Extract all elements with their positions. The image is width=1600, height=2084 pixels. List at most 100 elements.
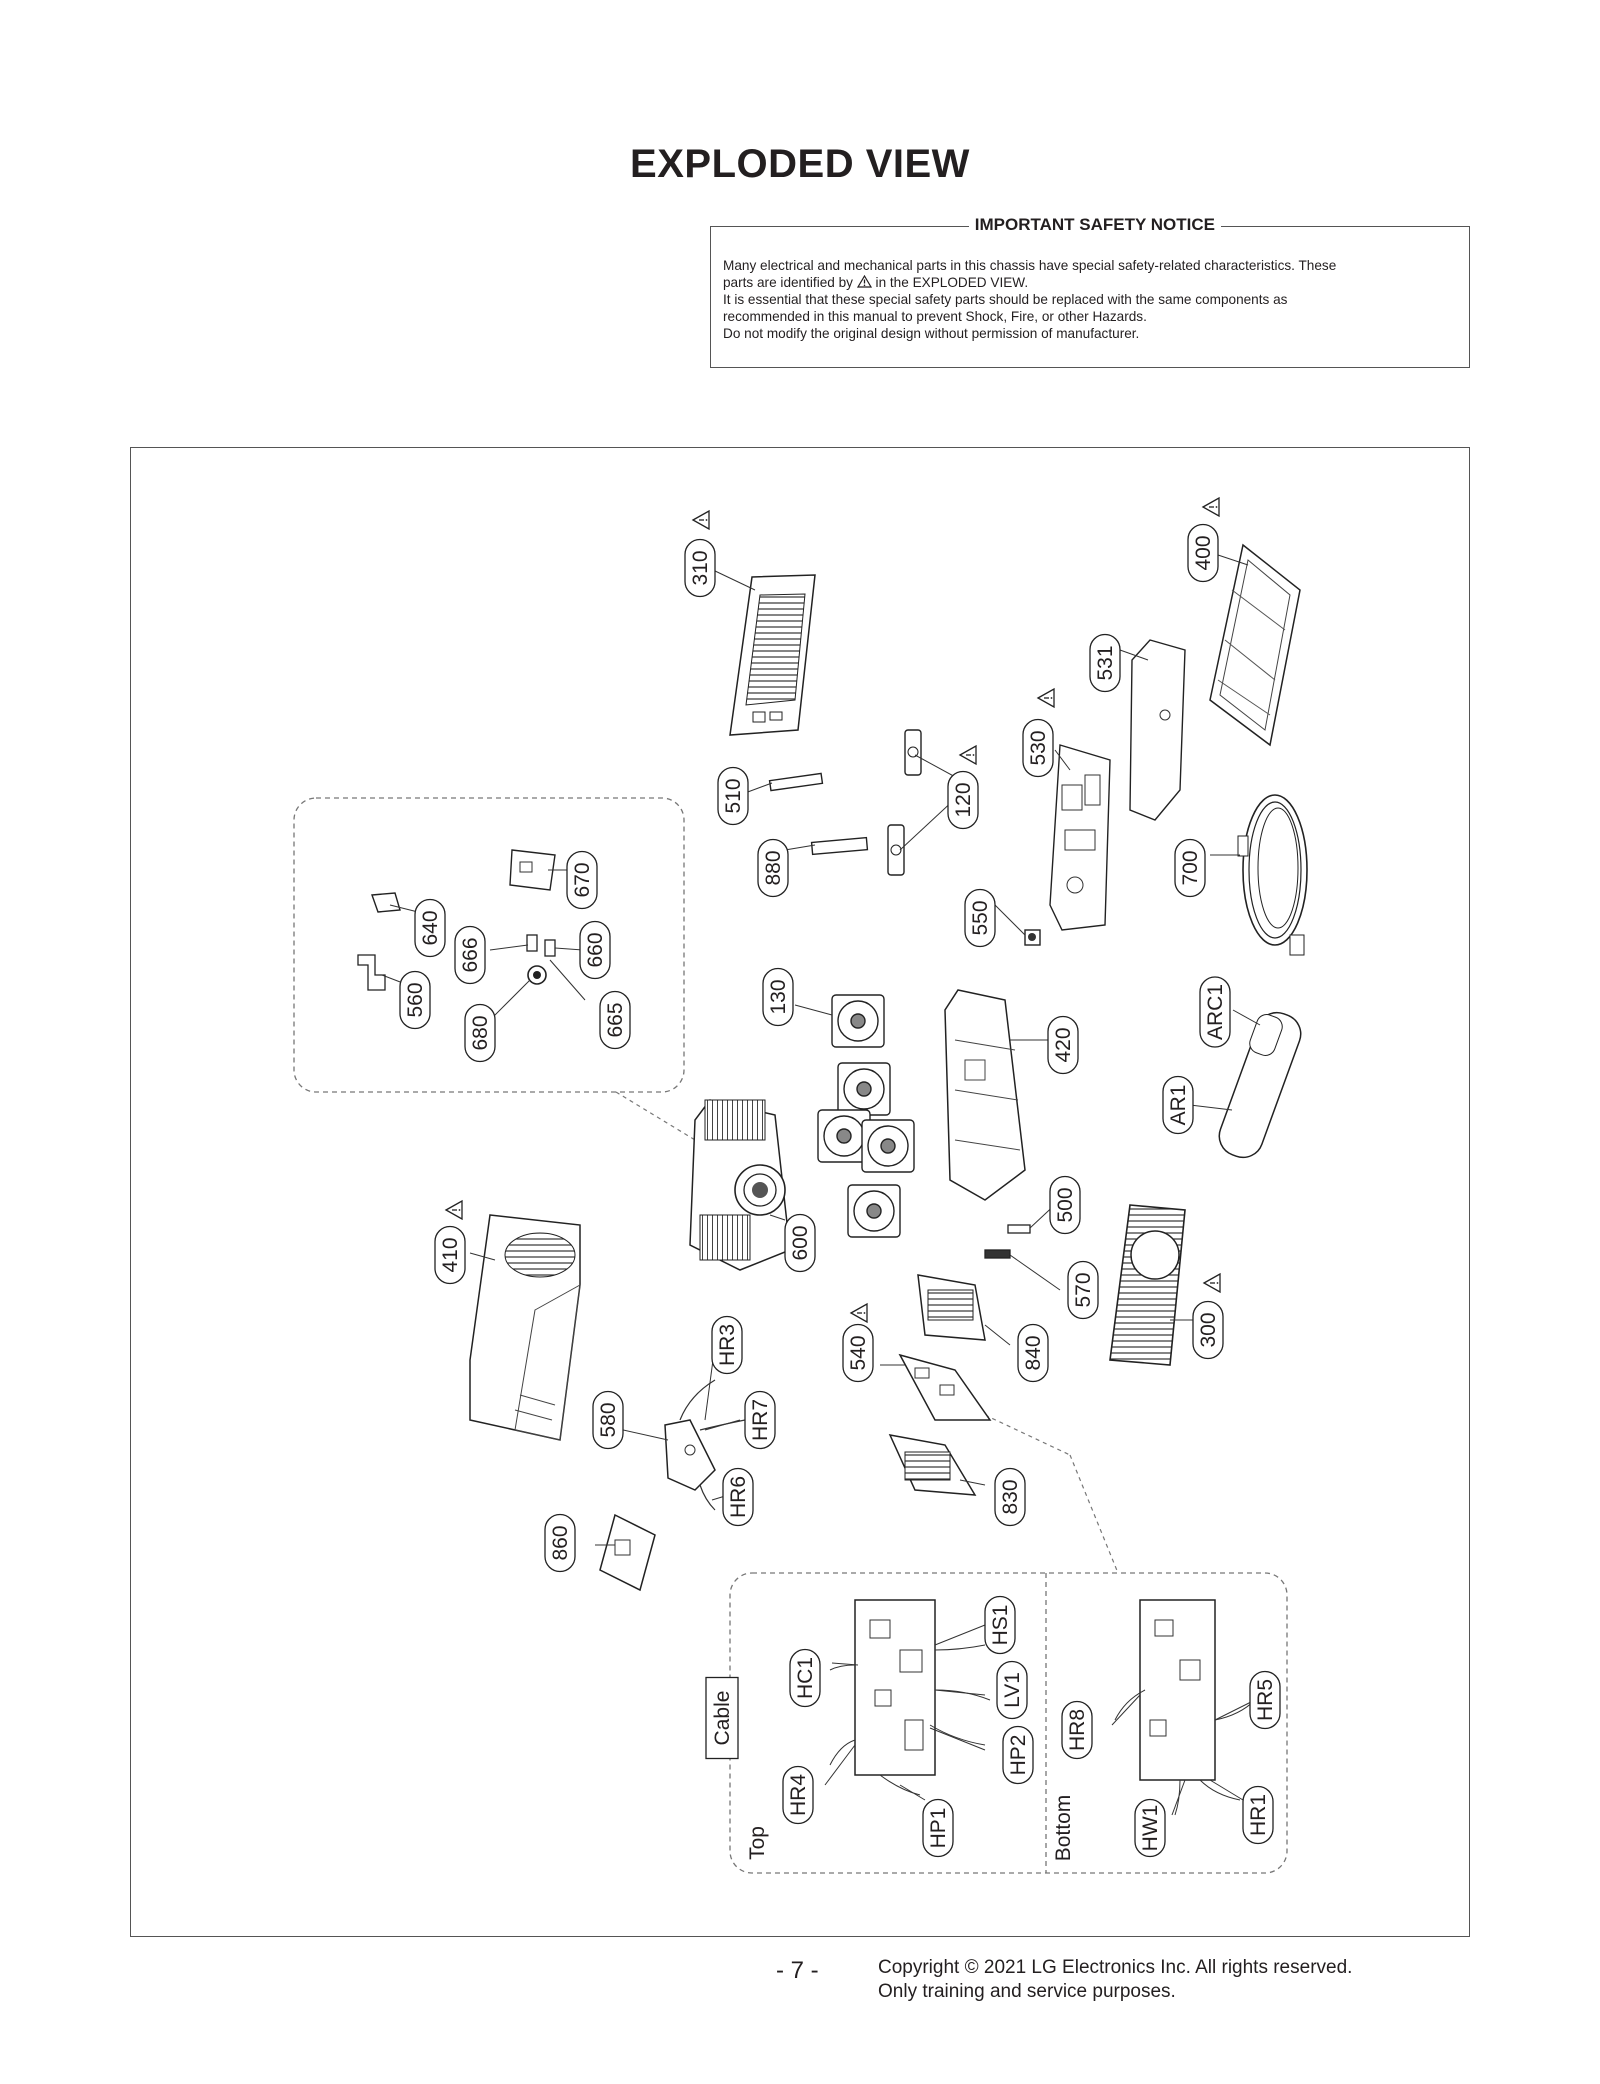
part-666-part <box>526 934 538 952</box>
svg-text:130: 130 <box>767 979 790 1014</box>
svg-text:570: 570 <box>1072 1272 1095 1307</box>
svg-text:700: 700 <box>1179 850 1202 885</box>
svg-text:666: 666 <box>459 937 482 972</box>
cable-label-hc1: HC1 <box>789 1648 821 1708</box>
part-label-680: 680 <box>464 1003 496 1063</box>
svg-text:HP1: HP1 <box>927 1808 950 1849</box>
part-label-530: 530 <box>1022 718 1054 778</box>
diagram-frame <box>130 447 1470 1937</box>
svg-text:860: 860 <box>549 1525 572 1560</box>
part-label-500: 500 <box>1049 1175 1081 1235</box>
part-label-550: 550 <box>964 888 996 948</box>
part-410-top-cover <box>469 1214 581 1441</box>
part-880-board <box>810 836 869 856</box>
page-title: EXPLODED VIEW <box>630 142 970 186</box>
svg-text:HS1: HS1 <box>989 1605 1012 1646</box>
warning-triangle-icon <box>1036 687 1055 709</box>
safety-notice-title: IMPORTANT SAFETY NOTICE <box>968 215 1221 235</box>
svg-text:ARC1: ARC1 <box>1204 984 1227 1040</box>
part-label-arc1: ARC1 <box>1199 976 1231 1048</box>
part-label-531: 531 <box>1089 633 1121 693</box>
notice-line-5: Do not modify the original design withou… <box>723 326 1140 341</box>
svg-text:550: 550 <box>969 900 992 935</box>
svg-text:HR4: HR4 <box>787 1774 810 1816</box>
svg-text:Bottom: Bottom <box>1052 1795 1075 1862</box>
part-label-660: 660 <box>579 920 611 980</box>
bottom-label: Bottom <box>1052 1795 1075 1862</box>
inset-connector-main-board <box>984 1414 1071 1456</box>
part-640-board <box>371 892 401 913</box>
part-label-666: 666 <box>454 925 486 985</box>
part-120-speakers <box>887 729 922 876</box>
svg-text:830: 830 <box>999 1479 1022 1514</box>
part-label-hr6: HR6 <box>722 1467 754 1527</box>
svg-text:Top: Top <box>746 1826 769 1860</box>
part-label-400: 400 <box>1187 523 1219 583</box>
part-label-840: 840 <box>1017 1323 1049 1383</box>
svg-text:HR7: HR7 <box>749 1399 772 1441</box>
inset-top-main-board <box>829 1599 991 1796</box>
part-540-main-board <box>898 1353 992 1421</box>
part-label-860: 860 <box>544 1513 576 1573</box>
svg-text:HR6: HR6 <box>727 1476 750 1518</box>
inset-bottom-main-board <box>1114 1599 1256 1816</box>
svg-text:HC1: HC1 <box>794 1657 817 1699</box>
page-number: - 7 - <box>776 1957 819 1984</box>
svg-text:670: 670 <box>571 862 594 897</box>
leader-lines <box>381 554 1261 1816</box>
svg-text:660: 660 <box>584 932 607 967</box>
cable-label-hw1: HW1 <box>1134 1798 1166 1858</box>
svg-text:410: 410 <box>439 1237 462 1272</box>
part-label-hr3: HR3 <box>711 1315 743 1375</box>
svg-text:500: 500 <box>1054 1187 1077 1222</box>
part-550-component <box>1024 929 1041 946</box>
part-label-130: 130 <box>762 967 794 1027</box>
notice-line-3: It is essential that these special safet… <box>723 292 1288 307</box>
part-label-310: 310 <box>684 538 716 598</box>
notice-line-1: Many electrical and mechanical parts in … <box>723 258 1337 273</box>
svg-text:LV1: LV1 <box>1001 1672 1024 1708</box>
part-130-fans <box>817 994 915 1238</box>
cable-label-hr1: HR1 <box>1242 1785 1274 1845</box>
warning-triangle-icon <box>958 744 977 766</box>
cable-label-hr4: HR4 <box>782 1765 814 1825</box>
svg-text:560: 560 <box>404 982 427 1017</box>
cable-label-hp1: HP1 <box>922 1798 954 1858</box>
part-570-board <box>984 1249 1011 1259</box>
part-670-board <box>509 849 556 891</box>
copyright-notice: Copyright © 2021 LG Electronics Inc. All… <box>878 1956 1352 2004</box>
part-label-ar1: AR1 <box>1162 1075 1194 1135</box>
part-680-lens-ring <box>527 965 547 985</box>
part-label-120: 120 <box>947 770 979 830</box>
warning-triangle-icon <box>1202 1272 1221 1294</box>
top-label: Top <box>746 1826 769 1860</box>
notice-line-4: recommended in this manual to prevent Sh… <box>723 309 1147 324</box>
notice-line-2: parts are identified by in the EXPLODED … <box>723 274 1457 291</box>
part-label-510: 510 <box>717 766 749 826</box>
part-500-board <box>1007 1224 1031 1234</box>
warning-triangle-icon <box>849 1302 868 1324</box>
inset-connector-main-board-2 <box>1069 1454 1119 1574</box>
copyright-line-2: Only training and service purposes. <box>878 1981 1176 2002</box>
part-560-bracket <box>357 954 386 991</box>
inset-box-optics-parts <box>293 797 685 1093</box>
svg-text:510: 510 <box>722 778 745 813</box>
part-700-power-cable <box>1237 794 1308 956</box>
part-580-board <box>664 1379 746 1511</box>
svg-text:420: 420 <box>1052 1027 1075 1062</box>
svg-text:HR3: HR3 <box>716 1324 739 1366</box>
safety-markers <box>444 496 1221 1324</box>
svg-text:HR8: HR8 <box>1066 1709 1089 1751</box>
part-label-570: 570 <box>1067 1260 1099 1320</box>
part-label-300: 300 <box>1192 1300 1224 1360</box>
part-531-shield-plate <box>1129 639 1186 821</box>
svg-text:120: 120 <box>952 782 975 817</box>
part-label-665: 665 <box>599 990 631 1050</box>
warning-triangle-icon <box>856 275 872 288</box>
part-label-540: 540 <box>842 1323 874 1383</box>
part-label-600: 600 <box>784 1213 816 1273</box>
svg-text:540: 540 <box>847 1335 870 1370</box>
svg-text:Cable: Cable <box>711 1691 734 1746</box>
